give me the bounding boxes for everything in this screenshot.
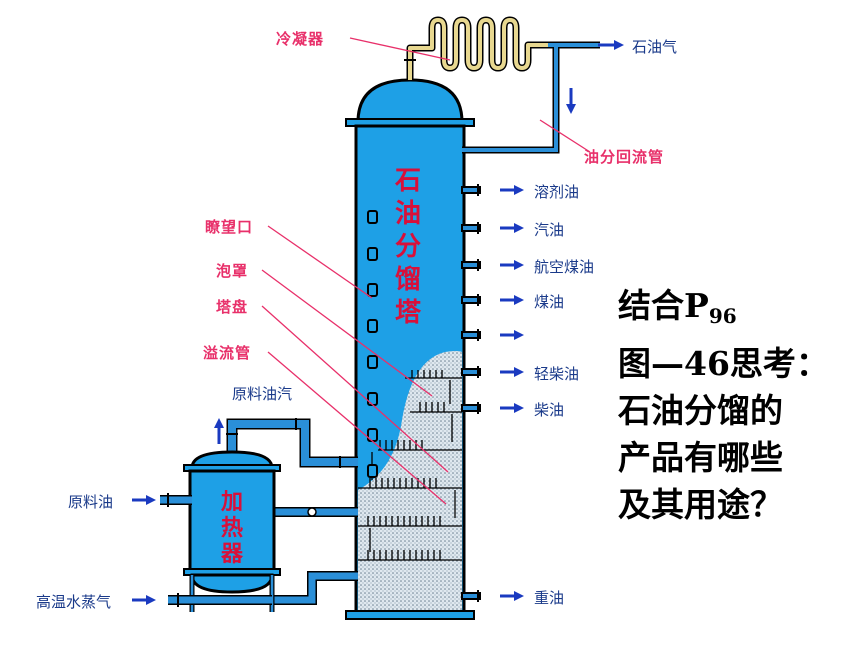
crude-oil-label: 原料油 [68,493,114,511]
product-label: 石油气 [632,38,678,56]
heater-title-char: 加 [221,489,244,515]
crude-vapor-label: 原料油汽 [232,385,293,403]
heater-vessel [183,450,281,612]
crude-inlet [132,493,192,507]
liquid-zone [358,351,462,616]
product-label: 柴油 [534,401,565,419]
condenser-label: 冷凝器 [276,30,325,48]
steam-label: 高温水蒸气 [36,593,112,611]
side-draw-pipes [461,184,481,602]
question-line-4: 产品有哪些 [618,438,783,477]
heater-title-char: 器 [221,541,244,567]
product-label: 汽油 [534,221,565,239]
tower-title-char: 石 [395,166,422,196]
question-line-5: 及其用途？ [618,485,783,524]
reflux-piping [462,41,600,154]
product-label: 重油 [534,589,565,607]
product-label: 煤油 [534,293,565,311]
product-label: 溶剂油 [534,183,580,201]
bubble-cap-trays [358,370,462,561]
heater-title-char: 热 [221,515,244,541]
question-line-1: 结合P96 [618,286,737,328]
peepholes [367,210,378,478]
tray-label: 塔盘 [216,298,249,316]
overflow-pipe-label: 溢流管 [203,344,252,362]
tower-title-char: 塔 [395,298,422,328]
question-text: 结合P96 图—46思考： 石油分馏的 产品有哪些 及其用途？ [618,282,829,528]
vapor-pipe [226,418,358,472]
flow-arrow [566,88,576,114]
product-arrows [500,40,624,601]
tower-title-char: 馏 [395,265,422,295]
reflux-pipe-label: 油分回流管 [584,148,665,166]
product-label: 航空煤油 [534,258,595,276]
vapor-arrow [214,418,224,444]
leader-lines [261,37,591,505]
condenser-coil [404,16,552,80]
product-label: 轻柴油 [534,365,580,383]
bubble-cap-label: 泡罩 [216,262,249,280]
steam-inlet [132,593,272,607]
question-line-2: 图—46思考： [618,344,829,383]
peephole-label: 瞭望口 [205,218,254,236]
tower-title-char: 分 [395,232,422,262]
fractionating-tower [345,78,475,620]
tower-title-char: 油 [395,199,422,229]
question-line-3: 石油分馏的 [618,391,783,430]
feed-pipe [272,507,358,605]
